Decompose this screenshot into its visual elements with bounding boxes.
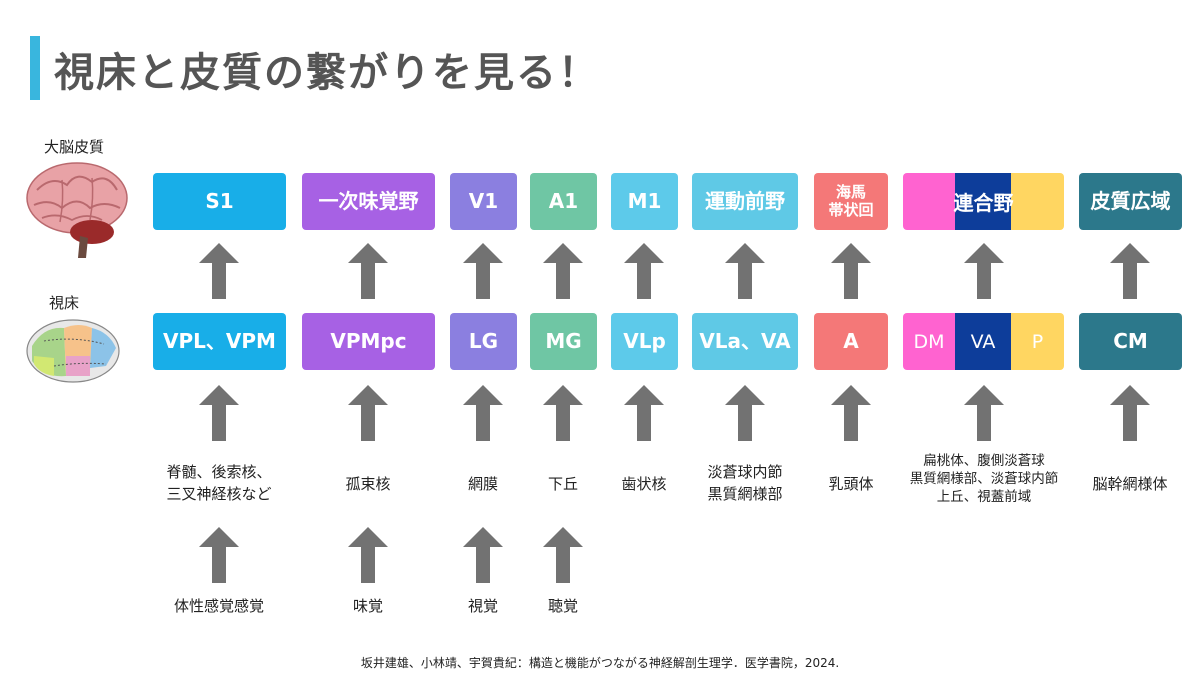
input-col8: 扁桃体、腹側淡蒼球 黒質網様部、淡蒼球内節 上丘、視蓋前域 (894, 452, 1074, 507)
association-seg-dm (903, 173, 955, 230)
arrow-up-icon (348, 385, 388, 441)
input-col1-line1: 脊髄、後索核、 (166, 463, 272, 481)
cortex-box-hippocampus-cingulate: 海馬 帯状回 (814, 173, 888, 230)
thalamus-box-lg: LG (450, 313, 517, 370)
arrow-up-icon (348, 243, 388, 299)
thalamus-box-vlp: VLp (611, 313, 678, 370)
page-title: 視床と皮質の繋がりを見る！ (54, 50, 600, 96)
arrow-up-icon (463, 243, 503, 299)
sense-col1: 体性感覚感覚 (173, 597, 264, 615)
thalamus-box-vla-va: VLa、VA (692, 313, 798, 370)
input-col6-line2: 黒質網様部 (707, 484, 783, 503)
cortex-box-v1: V1 (450, 173, 517, 230)
input-col9: 脳幹網様体 (1092, 475, 1168, 493)
thalamus-seg-va: VA (955, 313, 1011, 370)
cortex-box-premotor: 運動前野 (692, 173, 798, 230)
input-col5: 歯状核 (621, 475, 667, 493)
cortex-label: 大脳皮質 (43, 138, 104, 156)
arrow-up-icon (624, 243, 664, 299)
citation: 坂井建雄、小林靖、宇賀貴紀：構造と機能がつながる神経解剖生理学．医学書院，202… (360, 656, 840, 670)
thalamus-box-mg: MG (530, 313, 597, 370)
thalamus-box-vpmpc: VPMpc (302, 313, 435, 370)
input-col4: 下丘 (547, 475, 578, 493)
association-label: 連合野 (953, 191, 1014, 215)
cortex-box-s1: S1 (153, 173, 286, 230)
title-accent-bar (30, 36, 40, 100)
input-col6-line1: 淡蒼球内節 (707, 463, 783, 481)
arrow-up-icon (199, 527, 239, 583)
arrow-up-icon (964, 243, 1004, 299)
arrow-up-icon (831, 243, 871, 299)
cortex-box-a1: A1 (530, 173, 597, 230)
thalamus-seg-p: P (1011, 313, 1064, 370)
association-seg-p (1011, 173, 1064, 230)
arrow-up-icon (543, 385, 583, 441)
thalamus-box-a: A (814, 313, 888, 370)
thalamus-box-dm-va-p: DM VA P (903, 313, 1064, 370)
input-col8-line3: 上丘、視蓋前域 (936, 489, 1032, 506)
input-col8-line1: 扁桃体、腹側淡蒼球 (923, 453, 1045, 469)
thalamus-box-cm: CM (1079, 313, 1182, 370)
sense-col4: 聴覚 (547, 597, 578, 615)
sense-col3: 視覚 (467, 597, 498, 615)
thalamus-box-vpl-vpm: VPL、VPM (153, 313, 286, 370)
thalamus-seg-dm: DM (903, 313, 955, 370)
thalamus-icon (26, 319, 120, 383)
input-col3: 網膜 (467, 475, 498, 493)
arrow-up-icon (199, 243, 239, 299)
arrow-up-icon (348, 527, 388, 583)
input-col7: 乳頭体 (828, 475, 874, 493)
thalamus-label: 視床 (48, 294, 79, 312)
input-col2: 孤束核 (345, 475, 391, 493)
cortex-box-hippocampus-line: 海馬 (835, 183, 866, 202)
input-col6: 淡蒼球内節 黒質網様部 (670, 462, 820, 506)
cortex-box-association: 連合野 (903, 173, 1064, 230)
arrow-up-icon (199, 385, 239, 441)
arrow-up-icon (543, 527, 583, 583)
cortex-box-gustatory: 一次味覚野 (302, 173, 435, 230)
arrow-up-icon (725, 385, 765, 441)
arrow-up-icon (831, 385, 871, 441)
input-col8-line2: 黒質網様部、淡蒼球内節 (909, 471, 1059, 488)
arrow-up-icon (463, 385, 503, 441)
input-col1: 脊髄、後索核、 三叉神経核など (144, 462, 294, 506)
sense-col2: 味覚 (352, 597, 383, 615)
arrow-up-icon (463, 527, 503, 583)
cortex-box-wide: 皮質広域 (1079, 173, 1182, 230)
brain-icon (26, 162, 128, 258)
arrow-up-icon (624, 385, 664, 441)
arrow-up-icon (1110, 243, 1150, 299)
arrow-up-icon (1110, 385, 1150, 441)
arrow-up-icon (543, 243, 583, 299)
arrow-up-icon (725, 243, 765, 299)
cortex-box-cingulate-line: 帯状回 (828, 200, 874, 219)
cortex-box-m1: M1 (611, 173, 678, 230)
arrow-up-icon (964, 385, 1004, 441)
association-seg-va (955, 173, 1011, 230)
input-col1-line2: 三叉神経核など (166, 484, 272, 503)
